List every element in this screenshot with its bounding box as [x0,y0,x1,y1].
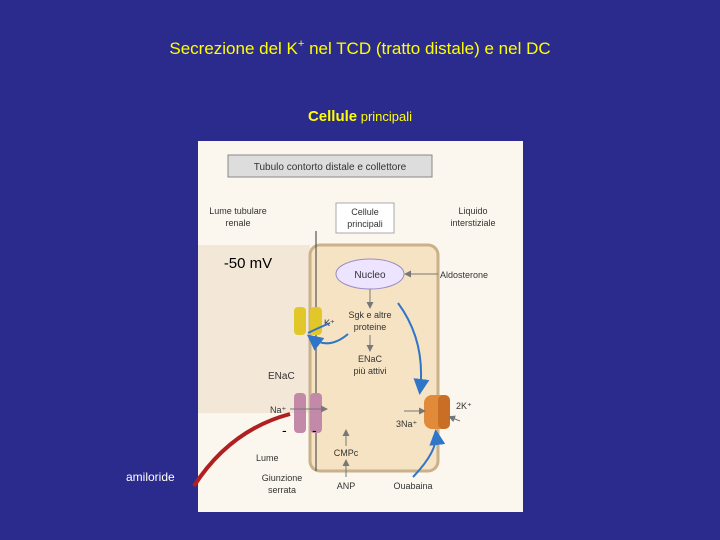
interstitial-label-2: interstiziale [450,218,495,228]
minus-sign-2: - [312,422,317,438]
voltage-label: -50 mV [223,255,273,272]
slide-subtitle: Cellule principali [307,108,413,125]
lumen-area [198,245,310,413]
sgk-k-arrow [306,333,349,351]
lumen-bottom-label: Lume [256,453,279,463]
amiloride-label: amiloride [126,470,175,484]
pump-k-arrow [448,415,461,423]
enac-label: ENaC [268,371,295,382]
interstitial-label-1: Liquido [458,206,487,216]
tight-junction-label-1: Giunzione [262,473,303,483]
aldosterone-label: Aldosterone [440,270,488,280]
pump-k-label: 2K⁺ [456,401,472,411]
na-label: Na⁺ [270,405,287,415]
ouabain-label: Ouabaina [393,481,432,491]
header-box [227,154,433,178]
k-recycle-arrow [397,302,430,395]
tight-junction-label-2: serrata [268,485,296,495]
k-exit-arrow [307,322,331,334]
slide-title: Secrezione del K+ nel TCD (tratto distal… [169,38,551,58]
cell-label-1: Cellule [351,207,379,217]
amiloride-arrow [192,412,291,488]
enac-channel-icon [294,393,322,433]
cell-label-box [335,202,395,234]
nucleus-label: Nucleo [354,270,386,281]
anp-label: ANP [337,481,356,491]
ouabain-arrow [412,429,446,478]
header-text: Tubulo contorto distale e collettore [254,162,407,173]
minus-sign-1: - [282,422,287,438]
na-k-pump-icon [424,395,450,429]
sgk-label-2: proteine [354,322,387,332]
sgk-label-1: Sgk e altre [348,310,391,320]
cell-diagram: Tubulo contorto distale e collettore Lum… [198,141,523,512]
principal-cell [308,243,440,473]
pump-na-label: 3Na⁺ [396,419,418,429]
lumen-label-2: renale [225,218,250,228]
cell-label-2: principali [347,219,383,229]
lumen-label-1: Lume tubulare [209,206,267,216]
enac-active-label-1: ENaC [358,354,383,364]
enac-active-label-2: più attivi [353,366,386,376]
cgmp-label: CMPc [334,448,359,458]
